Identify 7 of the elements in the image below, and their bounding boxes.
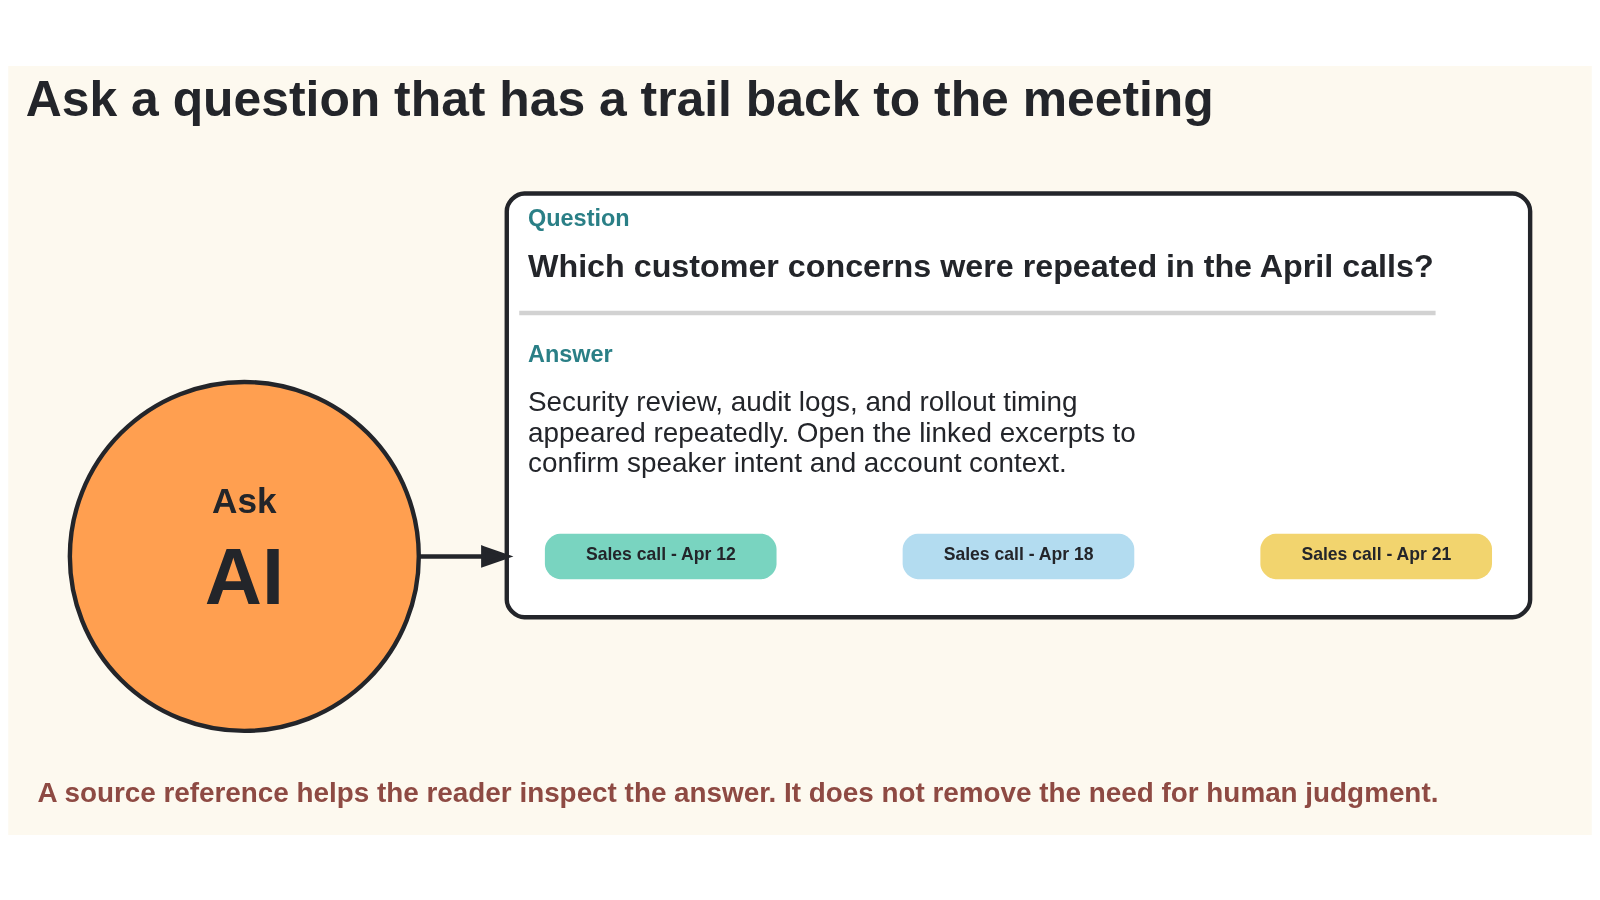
node-box: Sales call - Apr 21 (1260, 533, 1493, 579)
node-box: Sales call - Apr 18 (902, 533, 1135, 579)
caption: A source reference helps the reader inspect the answer. It does not remove the need for human judgment. (37, 776, 1439, 808)
node-box: Sales call - Apr 12 (544, 533, 777, 579)
diagram-title: Ask a question that has a trail back to the meeting (25, 70, 1214, 127)
arrow (419, 544, 514, 568)
node-circle: Ask AI (67, 379, 421, 733)
